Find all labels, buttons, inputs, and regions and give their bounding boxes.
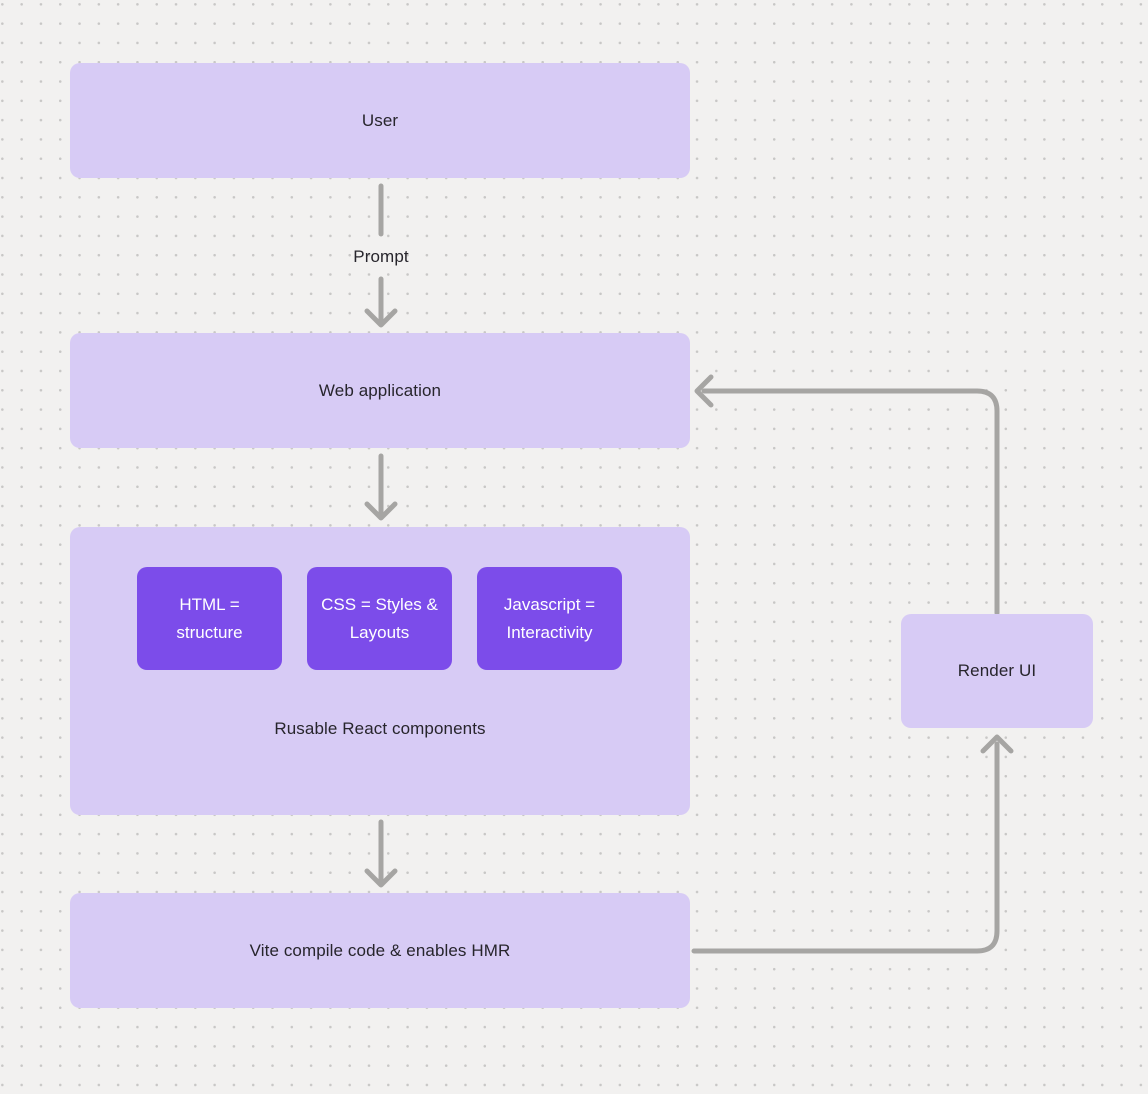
node-css-label: CSS = Styles & Layouts	[321, 594, 438, 642]
node-components-group[interactable]: HTML = structure CSS = Styles & Layouts …	[70, 527, 690, 815]
edge-webapp-to-components-arrowhead	[364, 501, 398, 521]
edge-vite-to-renderui-line	[691, 741, 1000, 954]
components-group-label: Rusable React components	[274, 719, 486, 738]
edge-renderui-to-webapp-arrowhead	[694, 374, 714, 408]
edge-vite-to-renderui-arrowhead	[980, 734, 1014, 754]
node-html-label: HTML = structure	[176, 594, 243, 642]
node-javascript-label: Javascript = Interactivity	[503, 594, 596, 642]
node-user[interactable]: User	[70, 63, 690, 178]
node-user-label: User	[361, 110, 399, 130]
node-render-ui[interactable]: Render UI	[901, 614, 1093, 728]
edge-components-to-vite-arrowhead	[364, 868, 398, 888]
node-vite[interactable]: Vite compile code & enables HMR	[70, 893, 690, 1008]
node-web-application[interactable]: Web application	[70, 333, 690, 448]
node-html[interactable]: HTML = structure	[137, 567, 282, 670]
node-render-ui-label: Render UI	[957, 661, 1037, 680]
edge-prompt-to-webapp-arrowhead	[364, 308, 398, 328]
node-javascript[interactable]: Javascript = Interactivity	[477, 567, 622, 670]
edge-renderui-to-webapp-line	[701, 388, 1000, 616]
node-css[interactable]: CSS = Styles & Layouts	[307, 567, 452, 670]
node-web-application-label: Web application	[318, 380, 442, 400]
node-vite-label: Vite compile code & enables HMR	[249, 940, 511, 960]
edge-label-prompt: Prompt	[353, 247, 409, 266]
